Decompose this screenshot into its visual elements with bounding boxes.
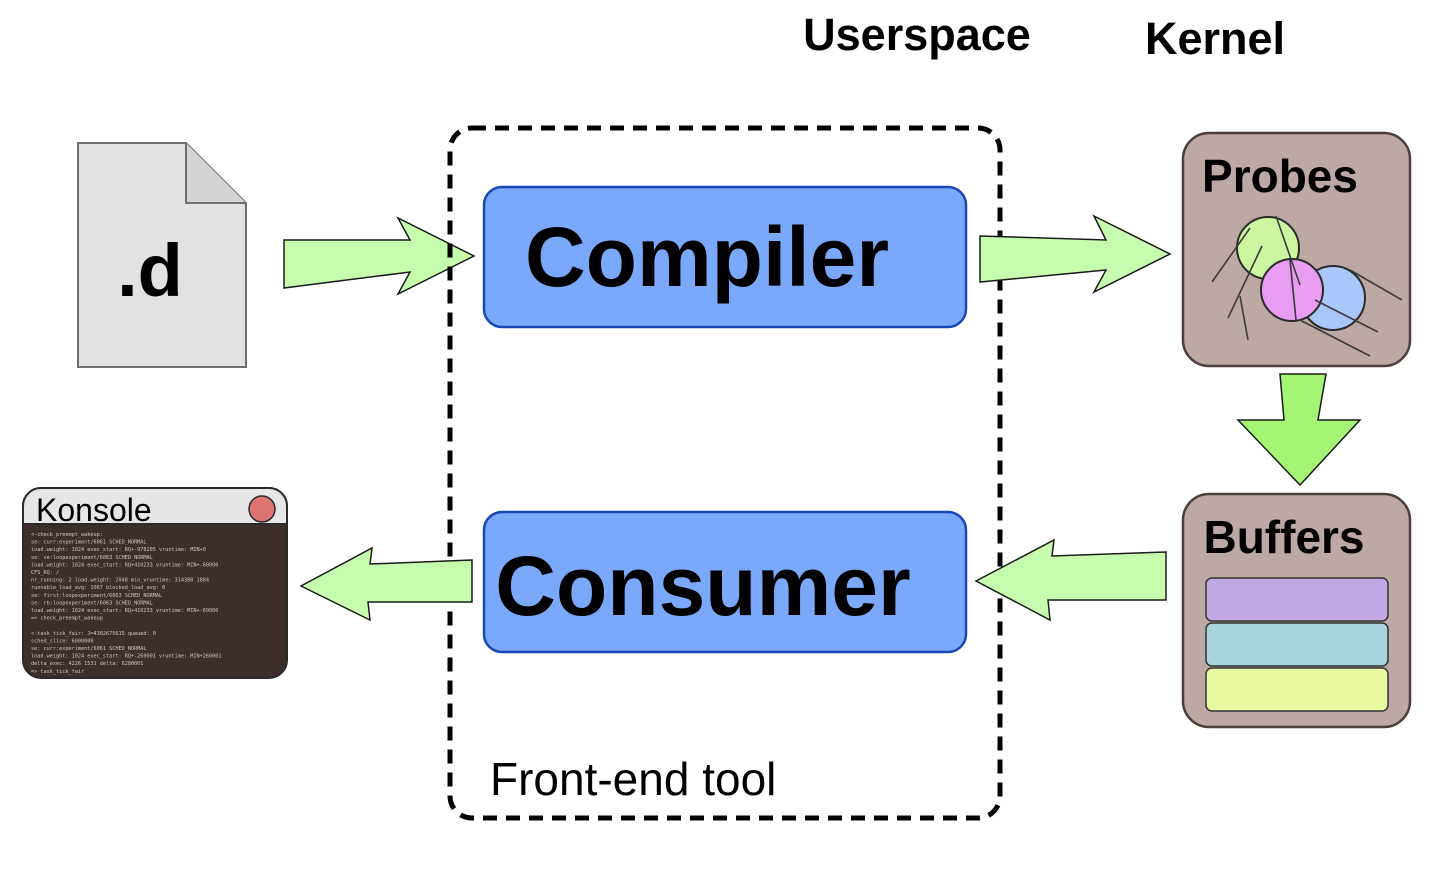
konsole-line: nr_running: 2 load.weight: 2048 min_vrun… <box>31 578 209 584</box>
compiler-box <box>482 185 968 329</box>
buffer-slot-cyan <box>1205 622 1389 667</box>
konsole-line: sched_slice: 6000000 <box>31 638 93 644</box>
arrow-file-to-compiler <box>283 216 476 296</box>
konsole-line: load.weight: 1024 exec_start: RQ+-978205… <box>31 547 206 553</box>
konsole-line: <-task_tick_fair: J=4302675615 queued: 0 <box>31 631 156 637</box>
konsole-window: Konsole <-check_preempt_wakeup: se: curr… <box>22 487 288 679</box>
buffers-label: Buffers <box>1203 511 1364 563</box>
arrow-consumer-to-konsole <box>299 546 473 622</box>
konsole-line: se: first:loopexperiment/6063 SCHED_NORM… <box>31 593 162 599</box>
file-extension-label: .d <box>117 229 183 312</box>
konsole-line: delta_exec: 4226 1531 delta: 6280001 <box>31 661 143 667</box>
konsole-line: load.weight: 1024 exec_start: RQ+410233 … <box>31 562 218 568</box>
probes-box: Probes <box>1181 131 1412 368</box>
arrow-buffers-to-consumer <box>974 538 1167 622</box>
konsole-line: => task_tick_fair <box>31 669 84 675</box>
konsole-line: se: curr:experiment/6061 SCHED_NORMAL <box>31 540 147 546</box>
document-fold <box>185 143 246 204</box>
consumer-label: Consumer <box>495 539 910 633</box>
probe-pink-body <box>1260 258 1324 322</box>
arrow-probes-to-buffers <box>1236 373 1362 487</box>
probe-bugs-icon <box>1211 215 1403 357</box>
konsole-line: runnable_load_avg: 1067 blocked_load_avg… <box>31 585 165 591</box>
compiler-label: Compiler <box>525 210 889 304</box>
konsole-line: => check_preempt_wakeup <box>31 616 103 622</box>
buffers-box: Buffers <box>1181 492 1412 729</box>
konsole-line: se: se:loopexperiment/6063 SCHED_NORMAL <box>31 555 153 561</box>
konsole-title: Konsole <box>36 492 152 528</box>
konsole-line: CFS_RQ: / <box>31 570 59 576</box>
konsole-line: load.weight: 1024 exec_start: RQ+-260001… <box>31 654 222 660</box>
buffer-slot-yellow <box>1205 667 1389 712</box>
d-script-file: .d <box>77 142 247 368</box>
konsole-title-bar <box>22 487 288 525</box>
konsole-line: load.weight: 1024 exec_start: RQ+410233 … <box>31 608 218 614</box>
probes-label: Probes <box>1202 150 1358 202</box>
konsole-line: se: rb:loopexperiment/6063 SCHED_NORMAL <box>31 600 153 606</box>
kernel-heading: Kernel <box>1145 13 1285 64</box>
consumer-box <box>482 510 968 654</box>
close-icon[interactable] <box>248 495 276 523</box>
frontend-tool-label: Front-end tool <box>490 753 776 805</box>
frontend-tool-boundary <box>447 125 1003 821</box>
konsole-line: <-check_preempt_wakeup: <box>31 532 103 538</box>
userspace-heading: Userspace <box>803 9 1031 60</box>
probe-legs <box>1211 215 1403 357</box>
arrow-compiler-to-probes <box>979 214 1172 294</box>
konsole-output: <-check_preempt_wakeup: se: curr:experim… <box>31 532 222 675</box>
buffer-slot-purple <box>1205 577 1389 622</box>
konsole-line: se: curr:experiment/6061 SCHED_NORMAL <box>31 646 147 652</box>
